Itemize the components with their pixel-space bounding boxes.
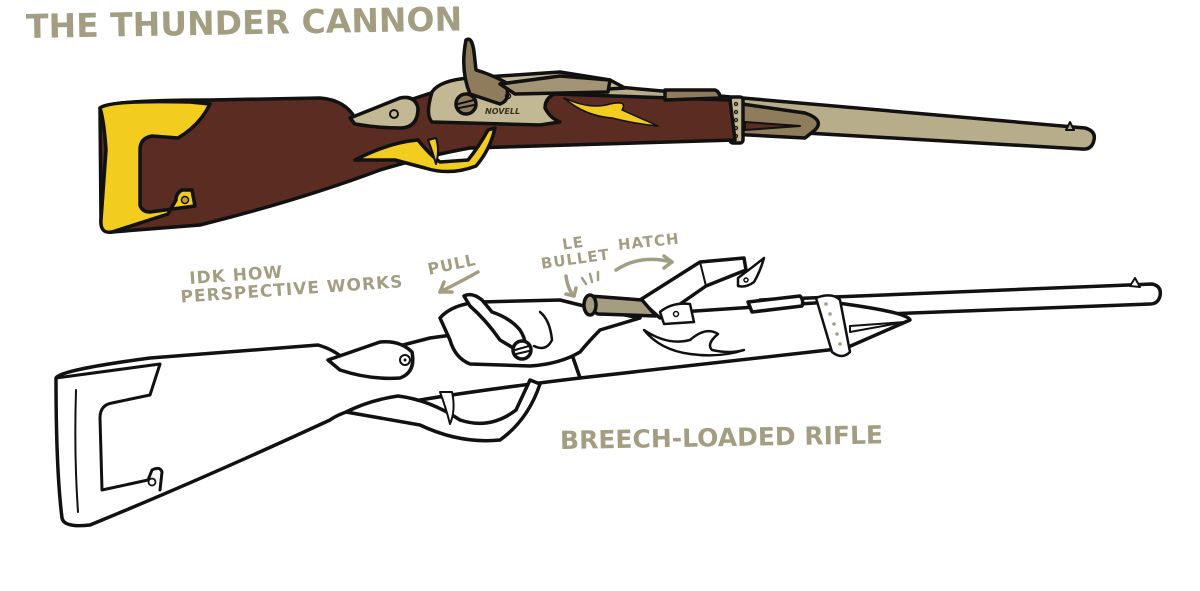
sketch-lock-plate — [326, 339, 415, 381]
lock-plate — [348, 95, 420, 130]
hatch-arrow — [614, 257, 674, 272]
sketch-hammer — [462, 292, 527, 354]
sketch-rear-sight — [746, 294, 805, 314]
sketch-inlay — [642, 328, 746, 357]
trigger — [427, 137, 439, 165]
rifle-caption: BREECH-LOADED RIFLE — [559, 420, 884, 455]
engraving-text: NOVELL — [485, 107, 520, 116]
rear-sight — [663, 88, 722, 102]
sketch-trigger — [439, 391, 455, 425]
sketch-butt-outline — [54, 362, 164, 492]
front-sight — [1065, 121, 1075, 131]
sketch-barrel-band — [814, 294, 852, 358]
sketch-trigger-guard — [344, 378, 542, 443]
lock-screw — [454, 92, 478, 116]
brass-inlay — [563, 97, 659, 127]
sketch-front-sight — [1129, 277, 1141, 288]
trigger-guard — [353, 126, 497, 174]
